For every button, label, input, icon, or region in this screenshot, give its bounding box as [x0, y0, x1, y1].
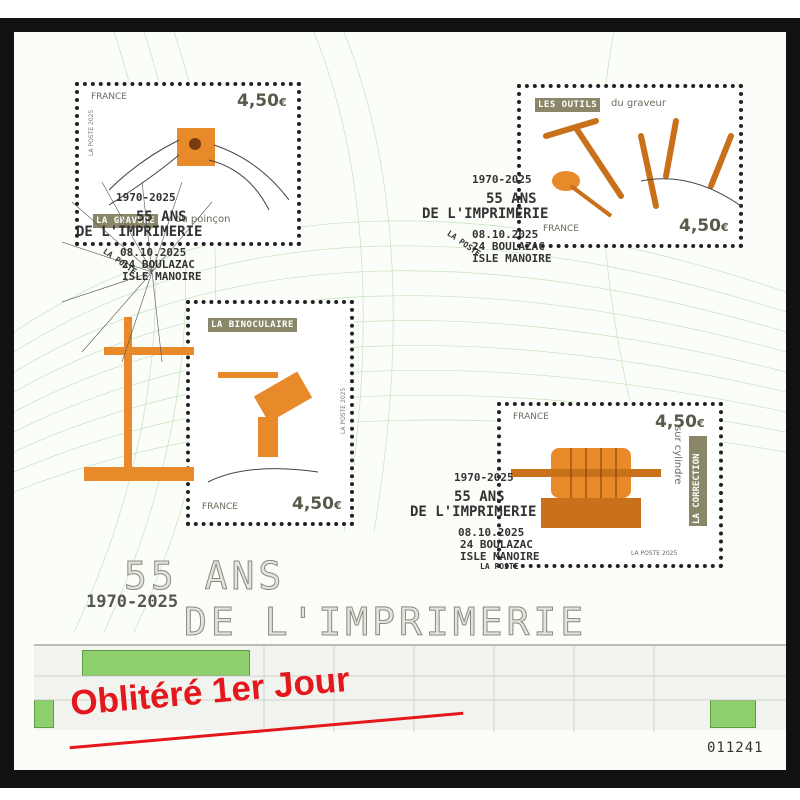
engraving-tools-illustration [543, 118, 741, 218]
stamp-subtitle: du poinçon [175, 214, 231, 225]
sheet-title-imprimerie: DE L'IMPRIMERIE [183, 600, 588, 645]
postmark-years: 1970-2025 [116, 191, 176, 204]
postmark-years: 1970-2025 [454, 471, 514, 484]
stamp-country: FRANCE [543, 224, 579, 234]
stamp-country: FRANCE [202, 502, 238, 512]
postmark-line2: DE L'IMPRIMERIE [410, 504, 537, 521]
sheet-years: 1970-2025 [86, 592, 179, 612]
postmark-1: 1970-2025 55 ANS DE L'IMPRIMERIE 08.10.2… [62, 182, 213, 362]
postmark-line1: 55 ANS [486, 191, 537, 208]
stamp-label: LA CORRECTION [692, 453, 702, 524]
postmark-line2: DE L'IMPRIMERIE [422, 206, 549, 223]
postmark-place1: 24 BOULAZAC [472, 239, 545, 253]
postmark-place1: 24 BOULAZAC [460, 537, 533, 551]
cylinder-press-illustration [511, 448, 661, 528]
hands-engraving-illustration [109, 128, 289, 210]
stamp-price: 4,50€ [237, 91, 287, 111]
postmark-place2: ISLE MANOIRE [460, 550, 540, 564]
stamp-price: 4,50€ [655, 412, 705, 432]
postmark-place2: ISLE MANOIRE [472, 252, 552, 266]
souvenir-sheet: FRANCE 4,50€ LA POSTE 2025 LA GRAVURE du… [14, 32, 786, 770]
postmark-place2: ISLE MANOIRE [122, 270, 202, 284]
stamp-label: LES OUTILS [535, 98, 601, 112]
postmark-2: 1970-2025 55 ANS DE L'IMPRIMERIE 08.10.2… [422, 173, 551, 274]
stamp-imprint: LA POSTE 2025 [631, 550, 678, 557]
stamp-binoculaire: LA BINOCULAIRE LA POSTE 2025 FRANCE 4,50… [186, 300, 354, 526]
postmark-line1: 55 ANS [454, 489, 505, 506]
building-window [82, 650, 250, 676]
postmark-years: 1970-2025 [472, 173, 532, 186]
postmark-date: 08.10.2025 [472, 227, 539, 241]
serial-number: 011241 [707, 740, 764, 756]
stamp-imprint: LA POSTE 2025 [88, 109, 95, 156]
stamp-country: FRANCE [513, 412, 549, 422]
stamp-outils-graveur: LES OUTILS du graveur FRANCE 4,50€ [517, 84, 743, 248]
stamp-price: 4,50€ [679, 216, 729, 236]
postmark-rays [62, 182, 213, 362]
stamp-price: 4,50€ [292, 494, 342, 514]
microscope-illustration [207, 371, 319, 483]
stamp-country: FRANCE [91, 92, 127, 102]
stamp-subtitle: sur cylindre [672, 426, 683, 485]
microscope-stand-illustration [84, 317, 194, 481]
postmark-date: 08.10.2025 [120, 245, 187, 259]
postmark-issuer: LA POSTE [480, 562, 519, 572]
stamp-label-box [689, 436, 707, 526]
postmark-line2: DE L'IMPRIMERIE [76, 224, 203, 241]
stamp-label: LA BINOCULAIRE [208, 318, 297, 332]
stamp-correction-cylindre: FRANCE 4,50€ LA CORRECTION sur cylindre … [497, 402, 723, 568]
postmark-date: 08.10.2025 [458, 525, 525, 539]
postmark-place1: 24 BOULAZAC [122, 257, 195, 271]
stamp-gravure-poincon: FRANCE 4,50€ LA POSTE 2025 LA GRAVURE du… [75, 82, 301, 246]
postmark-3: 1970-2025 55 ANS DE L'IMPRIMERIE 08.10.2… [410, 471, 539, 572]
stamp-imprint: LA POSTE 2025 [340, 387, 347, 434]
stamp-label: LA GRAVURE [93, 214, 159, 228]
stamp-subtitle: du graveur [611, 98, 666, 109]
postmark-line1: 55 ANS [136, 209, 187, 226]
sheet-title-55-ans: 55 ANS [123, 554, 286, 599]
